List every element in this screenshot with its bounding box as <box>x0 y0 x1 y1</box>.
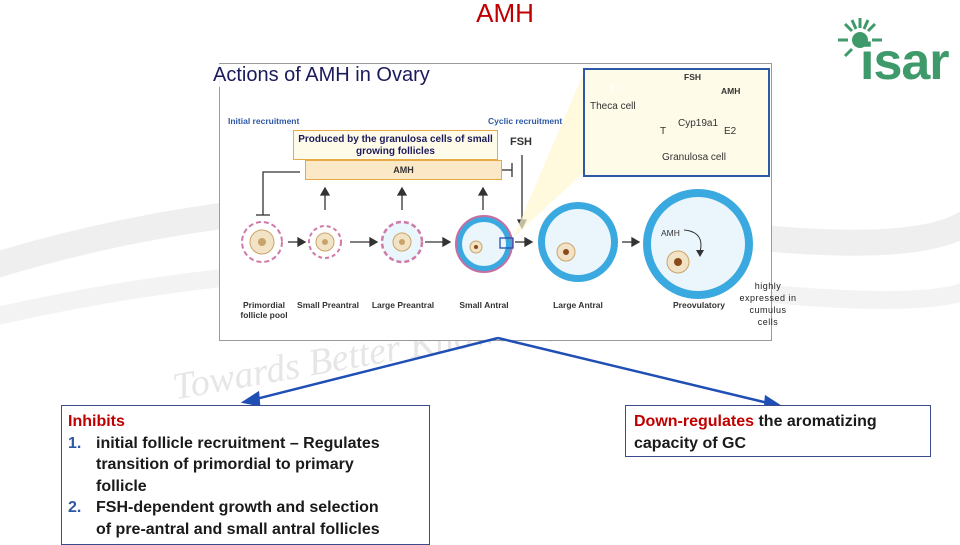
figure-title: Actions of AMH in Ovary <box>211 64 432 87</box>
down-regulates-box: Down-regulates the aromatizing capacity … <box>625 405 931 457</box>
stage-label-small-preantral: Small Preantral <box>297 300 359 310</box>
item-1-number: 1. <box>68 434 82 452</box>
inhibits-heading: Inhibits <box>68 413 125 430</box>
inset-t-bottom: T <box>660 126 667 137</box>
down-regulates-line2: capacity of GC <box>634 434 747 452</box>
inset-granulosa-cell: Granulosa cell <box>662 152 726 163</box>
inset-e2: E2 <box>724 126 737 137</box>
inhibits-box: Inhibits 1. initial follicle recruitment … <box>61 405 430 545</box>
stage-label-primordial: Primordial follicle pool <box>240 300 288 320</box>
inset-theca-cell: Theca cell <box>590 101 636 112</box>
inhibits-item-2: 2. FSH-dependent growth and selection <box>68 497 423 519</box>
fsh-label: FSH <box>510 136 532 148</box>
item-1-line2: transition of primordial to primary <box>96 456 354 473</box>
isar-logo-icon <box>838 18 882 58</box>
item-1-line3: follicle <box>96 477 147 495</box>
inhibits-item-1: 1. initial follicle recruitment – Regulat… <box>68 433 423 455</box>
item-1-line1: initial follicle recruitment – Regulates <box>96 434 380 452</box>
inset-amh: AMH <box>721 86 741 96</box>
amh-bar-label: AMH <box>305 160 502 180</box>
cumulus-note: highly expressed in cumulus cells <box>739 281 797 327</box>
item-2-line2: of pre-antral and small antral follicles <box>96 520 380 538</box>
down-regulates-highlight: Down-regulates <box>634 413 755 430</box>
stage-label-preovulatory: Preovulatory <box>673 300 725 310</box>
inset-t-top: T <box>610 84 616 94</box>
item-2-number: 2. <box>68 499 82 516</box>
down-regulates-rest: the aromatizing <box>754 413 877 430</box>
cyclic-recruitment-label: Cyclic recruitment <box>488 116 563 126</box>
inset-cyp19a1: Cyp19a1 <box>678 118 719 129</box>
item-2-line1: FSH-dependent growth and selection <box>96 499 379 516</box>
logo-wordmark: isar <box>860 33 950 91</box>
stage-label-small-antral: Small Antral <box>459 300 509 310</box>
inset-fsh: FSH <box>684 72 701 82</box>
follicle-amh-label: AMH <box>661 228 680 238</box>
stage-label-large-preantral: Large Preantral <box>371 300 435 310</box>
produced-by-note: Produced by the granulosa cells of small… <box>293 130 498 160</box>
stage-label-large-antral: Large Antral <box>553 300 603 310</box>
slide-title: AMH <box>476 0 534 28</box>
initial-recruitment-label: Initial recruitment <box>228 116 300 126</box>
down-regulates-line1: Down-regulates the aromatizing <box>634 411 922 433</box>
inset-panel <box>583 68 770 177</box>
